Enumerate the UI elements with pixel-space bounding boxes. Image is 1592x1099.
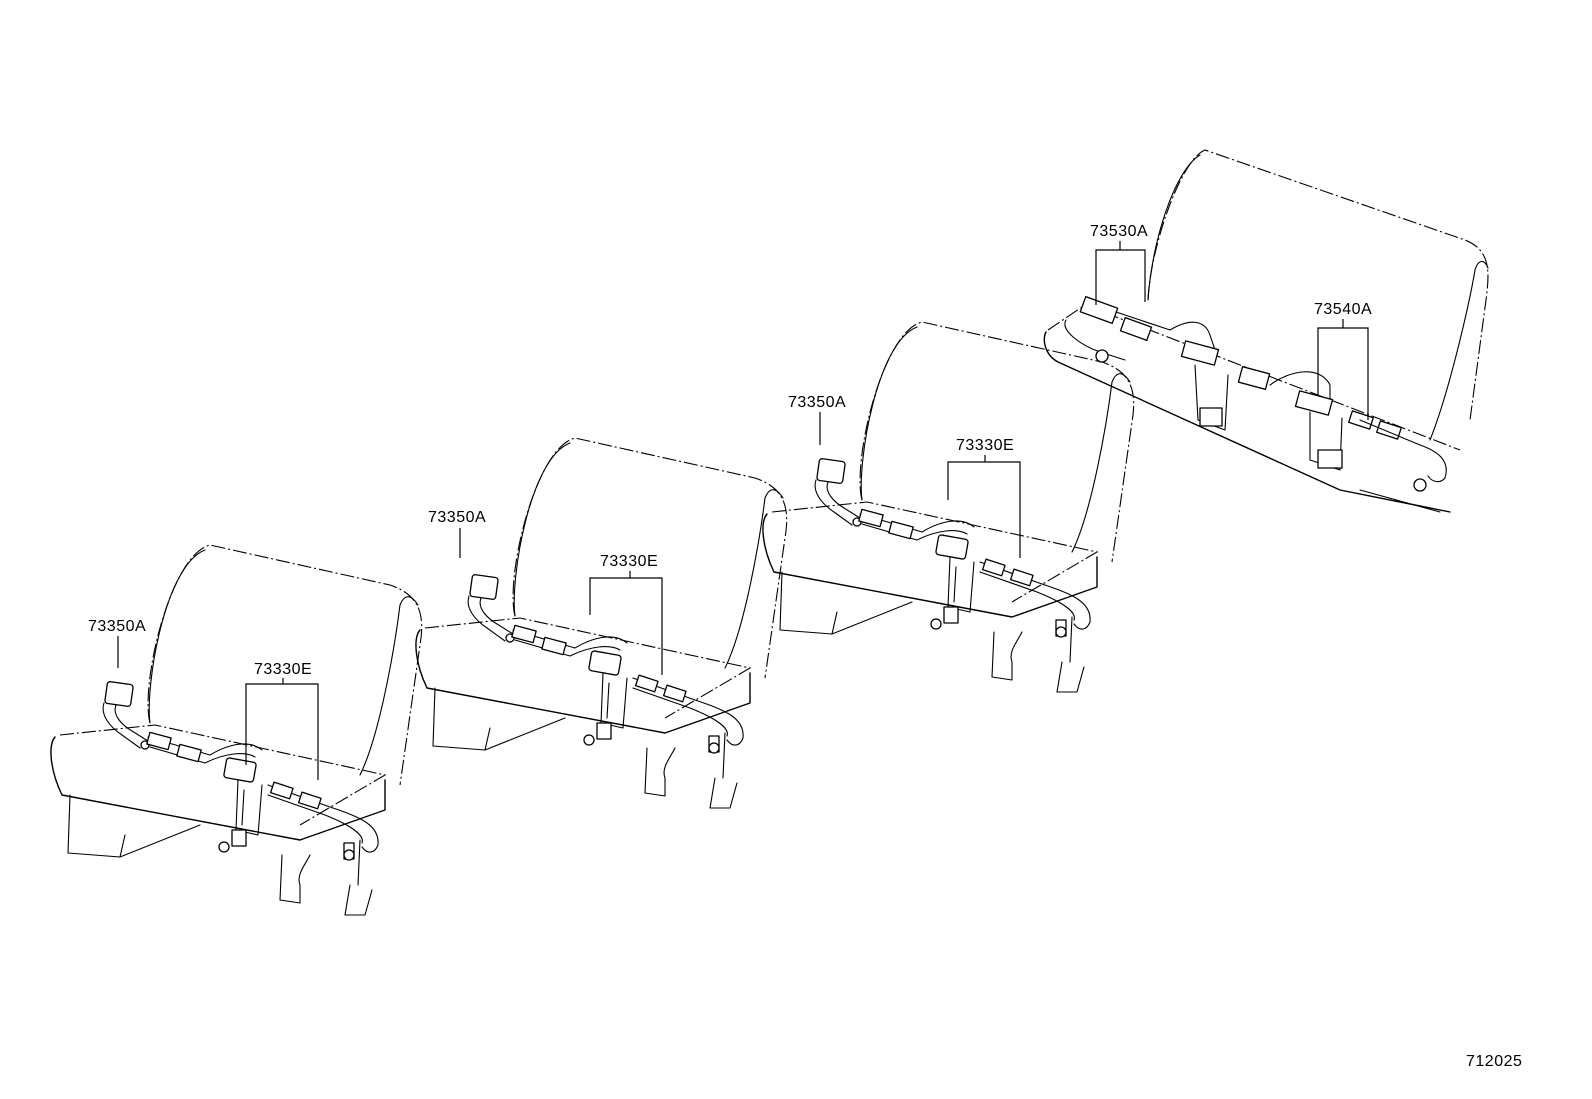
- seat-1-illustration: [50, 544, 423, 916]
- seat-3-buckle-label: 73350A: [788, 394, 846, 411]
- seat-2-belt-label: 73330E: [600, 553, 658, 570]
- seat-1-belt-label: 73330E: [254, 661, 312, 678]
- figure-number: 712025: [1466, 1053, 1522, 1070]
- seat-3-belt-label: 73330E: [956, 437, 1014, 454]
- seat-4-illustration: [1043, 149, 1489, 513]
- seat-4-left-belt-label: 73530A: [1090, 223, 1148, 240]
- seat-2-buckle-label: 73350A: [428, 509, 486, 526]
- seat-1-buckle-label: 73350A: [88, 618, 146, 635]
- seat-4-right-belt-label: 73540A: [1314, 301, 1372, 318]
- seat-2-illustration: [415, 437, 788, 809]
- seat-3-illustration: [762, 321, 1135, 693]
